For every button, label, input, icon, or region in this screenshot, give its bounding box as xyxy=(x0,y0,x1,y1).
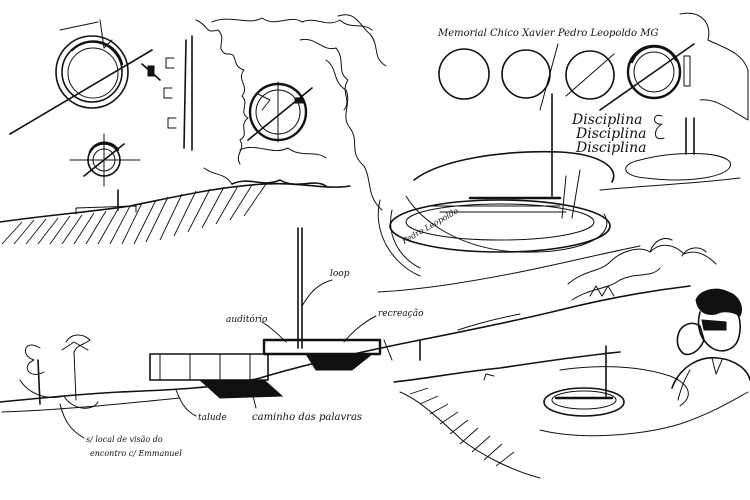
discipline-word-2: Disciplina xyxy=(575,126,647,142)
label-talude: talude xyxy=(198,413,227,423)
label-caminho-das-palavras: caminho das palavras xyxy=(252,412,362,423)
discipline-word-1: Disciplina xyxy=(571,112,643,128)
hillside-hatching-left xyxy=(0,182,351,245)
discipline-word-3: Disciplina xyxy=(575,140,647,156)
label-recreacao: recreação xyxy=(378,308,424,319)
circle-plan-sketches-top-left xyxy=(9,19,313,187)
circle-plan-middle xyxy=(247,81,313,143)
section-annotations: loop auditório recreação caminho das pal… xyxy=(59,269,424,458)
vegetation-scribbles-top xyxy=(163,14,387,211)
circle-study-row xyxy=(438,12,749,197)
memorial-ring-plaza: Pedro Leopoldo xyxy=(377,150,741,277)
label-note-line-2: encontro c/ Emmanuel xyxy=(90,449,182,458)
palm-foliage-right xyxy=(377,238,717,301)
landscape-ring-bottom-right xyxy=(393,345,749,479)
portrait-sketch xyxy=(671,288,750,401)
circle-plan-small xyxy=(69,133,141,187)
label-auditorio: auditório xyxy=(226,314,268,325)
label-note-line-1: s/ local de visão do xyxy=(86,435,163,444)
sheet-title: Memorial Chico Xavier Pedro Leopoldo MG xyxy=(437,28,658,39)
label-loop: loop xyxy=(330,269,350,279)
discipline-word-list: Disciplina Disciplina Disciplina xyxy=(571,112,695,156)
section-drawing-main xyxy=(0,227,691,413)
circle-plan-large xyxy=(9,19,161,135)
title-block: Memorial Chico Xavier Pedro Leopoldo MG xyxy=(437,28,658,39)
